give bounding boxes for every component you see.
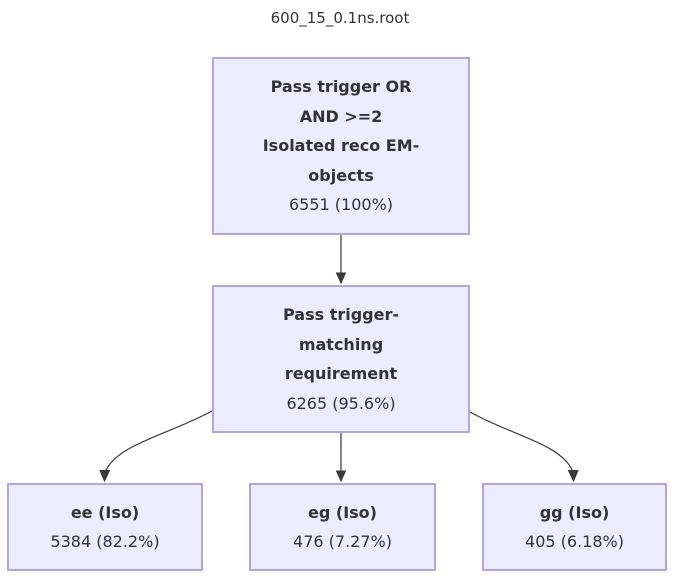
arrowhead-down-icon [99, 470, 111, 483]
node-label-line: AND >=2 [299, 106, 383, 126]
node-count: 405 (6.18%) [525, 532, 624, 551]
edge-root-to-trigger-matching [335, 235, 347, 285]
node-root: Pass trigger OR AND >=2 Isolated reco EM… [212, 57, 470, 235]
edge-trigger-matching-to-ee [99, 410, 213, 483]
node-count: 6265 (95.6%) [286, 393, 396, 413]
node-trigger-matching: Pass trigger- matching requirement 6265 … [212, 285, 470, 433]
node-label-line: requirement [284, 364, 398, 383]
node-count: 5384 (82.2%) [50, 532, 160, 551]
node-label-line: Pass trigger- [282, 305, 400, 324]
node-eg: eg (Iso) 476 (7.27%) [249, 483, 436, 571]
arrowhead-down-icon [567, 470, 579, 483]
arrowhead-down-icon [335, 272, 347, 285]
node-count: 6551 (100%) [288, 195, 394, 215]
arrowhead-down-icon [335, 470, 347, 483]
node-label-line: eg (Iso) [308, 502, 377, 522]
node-label-line: objects [308, 165, 374, 185]
edge-trigger-matching-to-eg [335, 433, 347, 483]
node-ee: ee (Iso) 5384 (82.2%) [7, 483, 203, 571]
node-gg: gg (Iso) 405 (6.18%) [482, 483, 667, 571]
node-label-line: Isolated reco EM- [262, 136, 420, 156]
node-label-line: Pass trigger OR [270, 77, 412, 97]
node-count: 476 (7.27%) [293, 532, 392, 551]
node-label-line: ee (Iso) [70, 502, 140, 522]
node-label-line: gg (Iso) [539, 502, 610, 522]
diagram-title: 600_15_0.1ns.root [270, 9, 410, 27]
edge-trigger-matching-to-gg [469, 411, 579, 483]
node-label-line: matching [298, 334, 384, 354]
